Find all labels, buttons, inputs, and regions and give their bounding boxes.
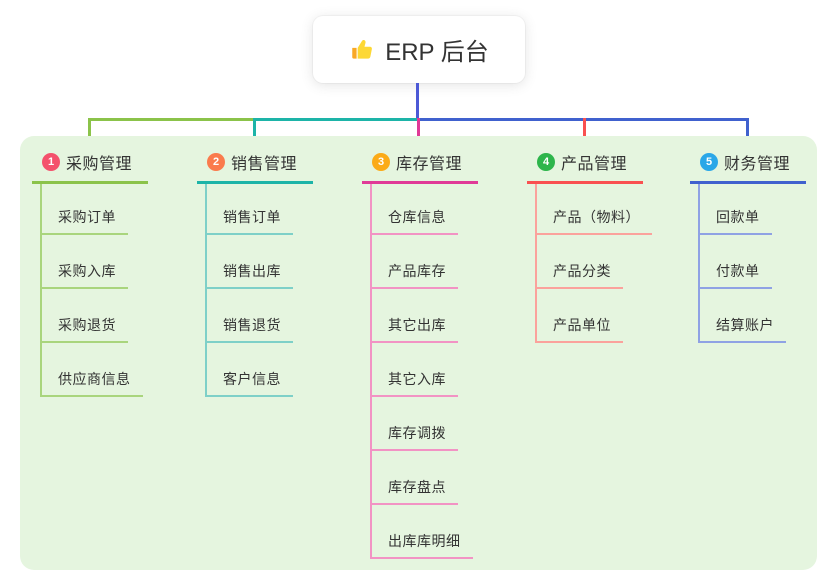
branch-badge-2: 2 — [207, 153, 225, 171]
child-label: 回款单 — [700, 207, 772, 235]
branch-label: 销售管理 — [231, 156, 298, 173]
child-label: 其它入库 — [372, 369, 458, 397]
child-label: 产品（物料） — [537, 207, 652, 235]
child-node-warehouse-info[interactable]: 仓库信息 — [372, 184, 522, 235]
connector-segment-sales — [253, 118, 417, 121]
child-label: 客户信息 — [207, 369, 293, 397]
branch-badge-5: 5 — [700, 153, 718, 171]
child-node-sales-return[interactable]: 销售退货 — [207, 289, 357, 343]
branches-panel — [20, 136, 817, 570]
child-label: 库存盘点 — [372, 477, 458, 505]
child-label: 产品分类 — [537, 261, 623, 289]
child-node-sales-outbound[interactable]: 销售出库 — [207, 235, 357, 289]
child-node-purchase-inbound[interactable]: 采购入库 — [42, 235, 192, 289]
drop-line-finance — [746, 118, 749, 146]
child-node-payment-order[interactable]: 付款单 — [700, 235, 839, 289]
root-stem-line — [416, 83, 419, 121]
child-label: 仓库信息 — [372, 207, 458, 235]
drop-line-inventory — [417, 118, 420, 146]
connector-segment-purchase — [88, 118, 253, 121]
branch-node-finance[interactable]: 5 财务管理 — [690, 146, 806, 184]
branch-badge-3: 3 — [372, 153, 390, 171]
branch-label: 财务管理 — [724, 156, 791, 173]
branch-node-sales[interactable]: 2 销售管理 — [197, 146, 313, 184]
child-label: 采购退货 — [42, 315, 128, 343]
branch-node-product[interactable]: 4 产品管理 — [527, 146, 643, 184]
branch-children: 产品（物料） 产品分类 产品单位 — [535, 184, 687, 343]
branch-finance: 5 财务管理 回款单 付款单 结算账户 — [690, 146, 839, 343]
child-node-purchase-order[interactable]: 采购订单 — [42, 184, 192, 235]
branch-children: 回款单 付款单 结算账户 — [698, 184, 839, 343]
root-title: ERP 后台 — [385, 39, 489, 66]
child-node-settlement-account[interactable]: 结算账户 — [700, 289, 839, 343]
child-node-stock-transfer[interactable]: 库存调拨 — [372, 397, 522, 451]
branch-label: 采购管理 — [66, 156, 133, 173]
child-node-receipt-order[interactable]: 回款单 — [700, 184, 839, 235]
child-node-sales-order[interactable]: 销售订单 — [207, 184, 357, 235]
branch-children: 销售订单 销售出库 销售退货 客户信息 — [205, 184, 357, 397]
child-node-product-unit[interactable]: 产品单位 — [537, 289, 687, 343]
child-label: 出库库明细 — [372, 531, 473, 559]
thumbs-up-icon — [349, 37, 375, 63]
child-node-product-material[interactable]: 产品（物料） — [537, 184, 687, 235]
child-label: 采购入库 — [42, 261, 128, 289]
child-label: 付款单 — [700, 261, 772, 289]
child-label: 产品单位 — [537, 315, 623, 343]
child-label: 销售订单 — [207, 207, 293, 235]
child-label: 其它出库 — [372, 315, 458, 343]
branch-inventory: 3 库存管理 仓库信息 产品库存 其它出库 其它入库 库存调拨 库存盘点 出库库… — [362, 146, 522, 559]
branch-sales: 2 销售管理 销售订单 销售出库 销售退货 客户信息 — [197, 146, 357, 397]
branch-label: 库存管理 — [396, 156, 463, 173]
child-label: 结算账户 — [700, 315, 786, 343]
child-node-other-outbound[interactable]: 其它出库 — [372, 289, 522, 343]
child-label: 库存调拨 — [372, 423, 458, 451]
branch-node-purchase[interactable]: 1 采购管理 — [32, 146, 148, 184]
child-node-product-category[interactable]: 产品分类 — [537, 235, 687, 289]
drop-line-purchase — [88, 118, 91, 146]
child-label: 供应商信息 — [42, 369, 143, 397]
child-label: 销售出库 — [207, 261, 293, 289]
branch-badge-4: 4 — [537, 153, 555, 171]
child-node-product-stock[interactable]: 产品库存 — [372, 235, 522, 289]
drop-line-sales — [253, 118, 256, 146]
root-node[interactable]: ERP 后台 — [313, 16, 525, 83]
child-node-purchase-return[interactable]: 采购退货 — [42, 289, 192, 343]
child-label: 采购订单 — [42, 207, 128, 235]
branch-purchase: 1 采购管理 采购订单 采购入库 采购退货 供应商信息 — [32, 146, 192, 397]
branch-product: 4 产品管理 产品（物料） 产品分类 产品单位 — [527, 146, 687, 343]
child-label: 销售退货 — [207, 315, 293, 343]
branch-label: 产品管理 — [561, 156, 628, 173]
child-node-supplier-info[interactable]: 供应商信息 — [42, 343, 192, 397]
drop-line-product — [583, 118, 586, 146]
branch-node-inventory[interactable]: 3 库存管理 — [362, 146, 478, 184]
branch-children: 采购订单 采购入库 采购退货 供应商信息 — [40, 184, 192, 397]
child-node-other-inbound[interactable]: 其它入库 — [372, 343, 522, 397]
child-node-stock-count[interactable]: 库存盘点 — [372, 451, 522, 505]
child-label: 产品库存 — [372, 261, 458, 289]
branch-children: 仓库信息 产品库存 其它出库 其它入库 库存调拨 库存盘点 出库库明细 — [370, 184, 522, 559]
child-node-customer-info[interactable]: 客户信息 — [207, 343, 357, 397]
child-node-outbound-detail[interactable]: 出库库明细 — [372, 505, 522, 559]
branch-badge-1: 1 — [42, 153, 60, 171]
